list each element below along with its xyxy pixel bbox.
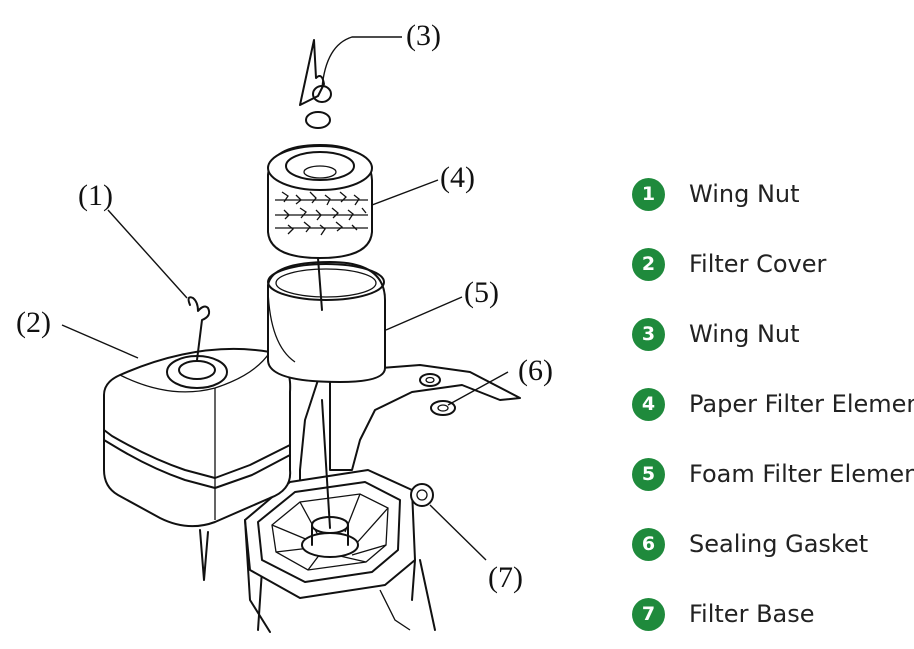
callout-1: (1) bbox=[78, 179, 113, 212]
number-badge: 7 bbox=[632, 597, 665, 631]
filter-cover bbox=[103, 347, 292, 581]
callout-7: (7) bbox=[488, 561, 523, 594]
air-filter-exploded-diagram: (1) (2) (3) (4) (5) (6) (7) bbox=[16, 19, 553, 633]
callout-5: (5) bbox=[464, 276, 499, 309]
legend-item: 2 Filter Cover bbox=[632, 246, 826, 282]
legend-label: Filter Cover bbox=[689, 250, 827, 278]
number-badge: 2 bbox=[632, 247, 665, 281]
number-badge: 5 bbox=[632, 457, 665, 491]
legend-label: Paper Filter Element bbox=[689, 390, 914, 418]
callout-2: (2) bbox=[16, 306, 51, 339]
number-badge: 3 bbox=[632, 317, 665, 351]
legend-item: 4 Paper Filter Element bbox=[632, 386, 914, 422]
callout-6: (6) bbox=[518, 354, 553, 387]
legend-label: Wing Nut bbox=[689, 320, 800, 348]
wing-nut-1 bbox=[187, 296, 211, 361]
legend-item: 5 Foam Filter Element bbox=[632, 456, 914, 492]
filter-base bbox=[244, 469, 434, 633]
stud-rod bbox=[321, 399, 331, 529]
legend-label: Sealing Gasket bbox=[689, 530, 869, 558]
legend-item: 6 Sealing Gasket bbox=[632, 526, 868, 562]
legend-label: Wing Nut bbox=[689, 180, 800, 208]
legend-item: 3 Wing Nut bbox=[632, 316, 800, 352]
number-badge: 6 bbox=[632, 527, 665, 561]
legend-item: 7 Filter Base bbox=[632, 596, 815, 632]
legend-label: Foam Filter Element bbox=[689, 460, 914, 488]
foam-filter-element bbox=[267, 261, 386, 383]
number-badge: 1 bbox=[632, 177, 665, 211]
leader-lines bbox=[61, 36, 509, 561]
legend-item: 1 Wing Nut bbox=[632, 176, 800, 212]
callout-3: (3) bbox=[406, 19, 441, 52]
number-badge: 4 bbox=[632, 387, 665, 421]
legend-label: Filter Base bbox=[689, 600, 815, 628]
callout-4: (4) bbox=[440, 161, 475, 194]
paper-filter-element bbox=[267, 144, 373, 311]
wing-nut-3 bbox=[299, 39, 332, 129]
